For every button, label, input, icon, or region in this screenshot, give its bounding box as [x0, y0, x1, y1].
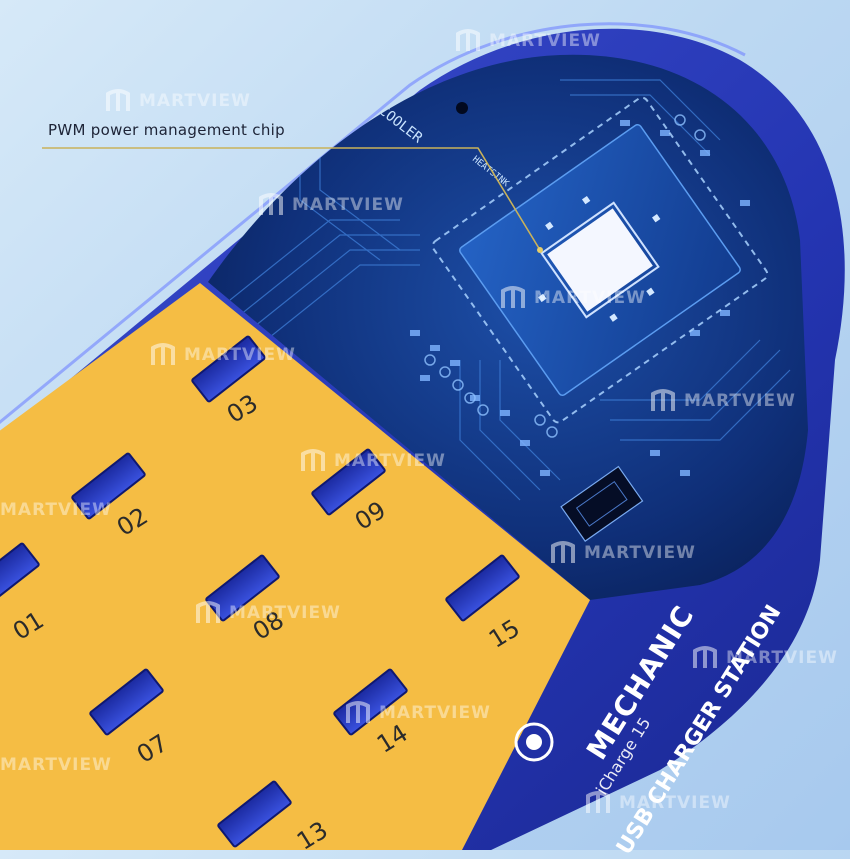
- martview-logo-icon: [346, 701, 370, 723]
- martview-logo-icon: [151, 343, 175, 365]
- mechanic-logo-icon: [514, 722, 554, 762]
- pwm-chip: [431, 96, 769, 424]
- martview-logo-icon: [551, 541, 575, 563]
- watermark: MARTVIEW: [300, 448, 446, 474]
- martview-logo-icon: [259, 193, 283, 215]
- martview-logo-icon: [693, 646, 717, 668]
- watermark: MARTVIEW: [150, 342, 296, 368]
- callout-line: [42, 147, 541, 251]
- martview-logo-icon: [586, 791, 610, 813]
- watermark: MARTVIEW: [258, 192, 404, 218]
- watermark: MARTVIEW: [0, 500, 112, 520]
- watermark: MARTVIEW: [345, 700, 491, 726]
- watermark: MARTVIEW: [500, 285, 646, 311]
- martview-logo-icon: [301, 449, 325, 471]
- watermark: MARTVIEW: [550, 540, 696, 566]
- martview-logo-icon: [196, 601, 220, 623]
- usb-ports: [0, 335, 520, 848]
- martview-logo-icon: [456, 29, 480, 51]
- port-panel: [0, 283, 590, 850]
- watermark: MARTVIEW: [585, 790, 731, 816]
- watermark: MARTVIEW: [455, 28, 601, 54]
- callout-label: PWM power management chip: [48, 121, 285, 139]
- watermark: MARTVIEW: [195, 600, 341, 626]
- watermark: MARTVIEW: [650, 388, 796, 414]
- martview-logo-icon: [106, 89, 130, 111]
- martview-logo-icon: [501, 286, 525, 308]
- watermark: MARTVIEW: [692, 645, 838, 671]
- watermark: MARTVIEW: [0, 755, 112, 775]
- watermark: MARTVIEW: [105, 88, 251, 114]
- martview-logo-icon: [651, 389, 675, 411]
